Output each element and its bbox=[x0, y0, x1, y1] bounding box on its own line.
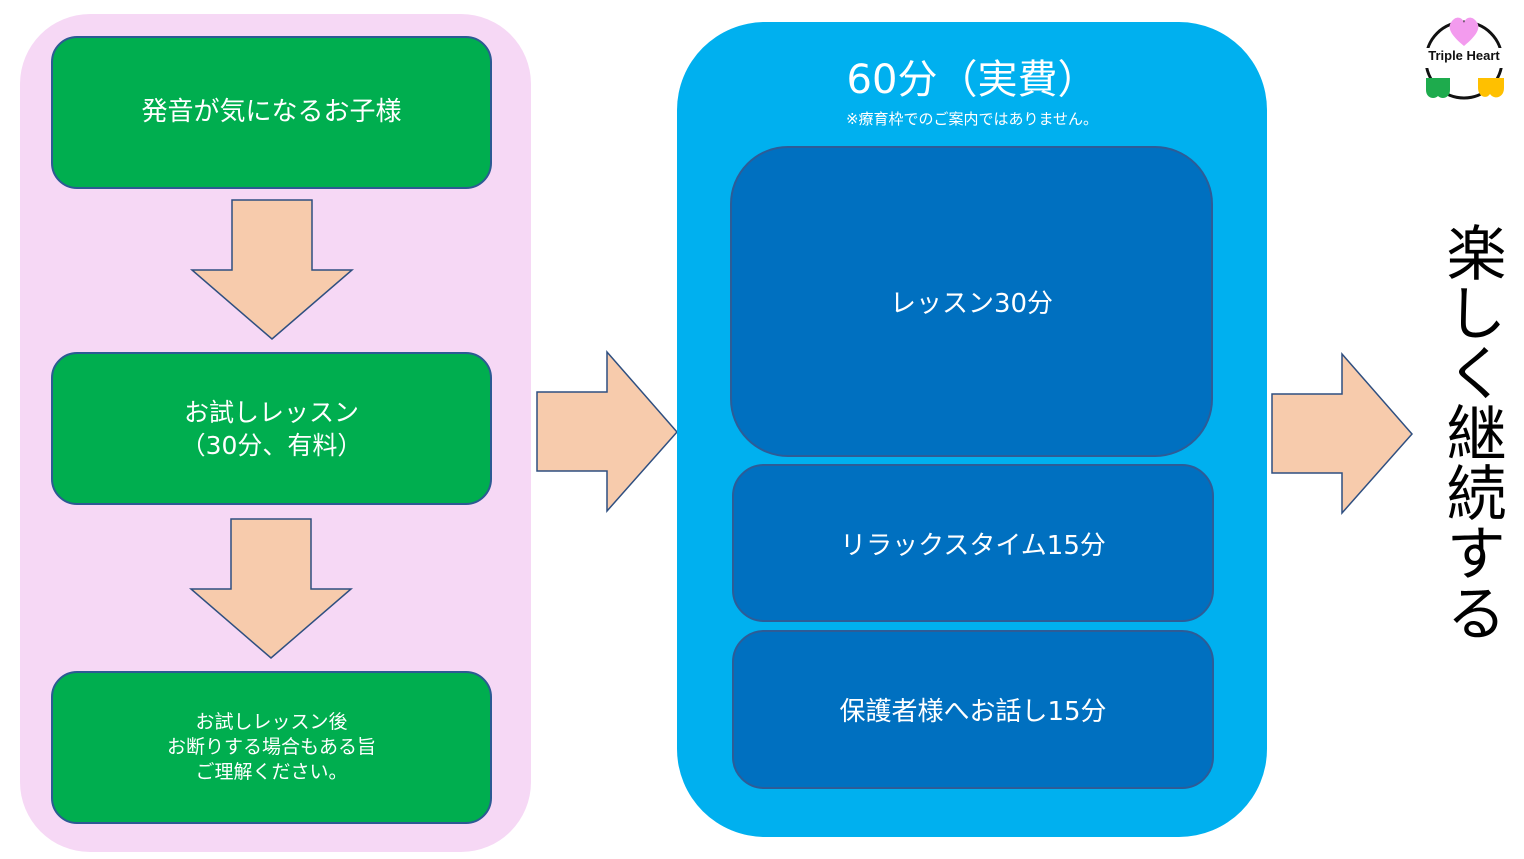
flow-step-notice-line2: お断りする場合もある旨 bbox=[166, 735, 376, 758]
session-parent-talk-box: 保護者様へお話し15分 bbox=[732, 630, 1214, 789]
flow-step-notice-line1: お試しレッスン後 bbox=[195, 710, 348, 733]
logo-text: Triple Heart bbox=[1428, 48, 1500, 63]
heart-icon-yellow bbox=[1478, 78, 1504, 98]
session-parent-talk-text: 保護者様へお話し15分 bbox=[839, 697, 1107, 727]
flow-step-trial-lesson-line2: （30分、有料） bbox=[180, 430, 363, 460]
session-lesson-box: レッスン30分 bbox=[730, 146, 1213, 457]
flow-step-trial-lesson: お試しレッスン （30分、有料） bbox=[51, 352, 492, 505]
flow-step-notice-line3: ご理解ください。 bbox=[195, 761, 348, 784]
flow-step-notice: お試しレッスン後 お断りする場合もある旨 ご理解ください。 bbox=[51, 671, 492, 824]
triple-heart-logo bbox=[1412, 17, 1516, 100]
heart-icon bbox=[1449, 17, 1479, 46]
flow-step-target-child-text: 発音が気になるお子様 bbox=[141, 97, 402, 128]
session-lesson-text: レッスン30分 bbox=[889, 289, 1054, 319]
session-title: 60分（実費） bbox=[846, 57, 1098, 103]
session-note: ※療育枠でのご案内ではありません。 bbox=[845, 110, 1099, 128]
session-relax-box: リラックスタイム15分 bbox=[732, 464, 1214, 622]
flow-step-trial-lesson-line1: お試しレッスン bbox=[183, 397, 359, 427]
result-text: 楽しく継続する bbox=[1436, 222, 1506, 642]
heart-icon-green bbox=[1426, 78, 1450, 98]
flow-step-target-child: 発音が気になるお子様 bbox=[51, 36, 492, 189]
session-relax-text: リラックスタイム15分 bbox=[840, 530, 1106, 561]
